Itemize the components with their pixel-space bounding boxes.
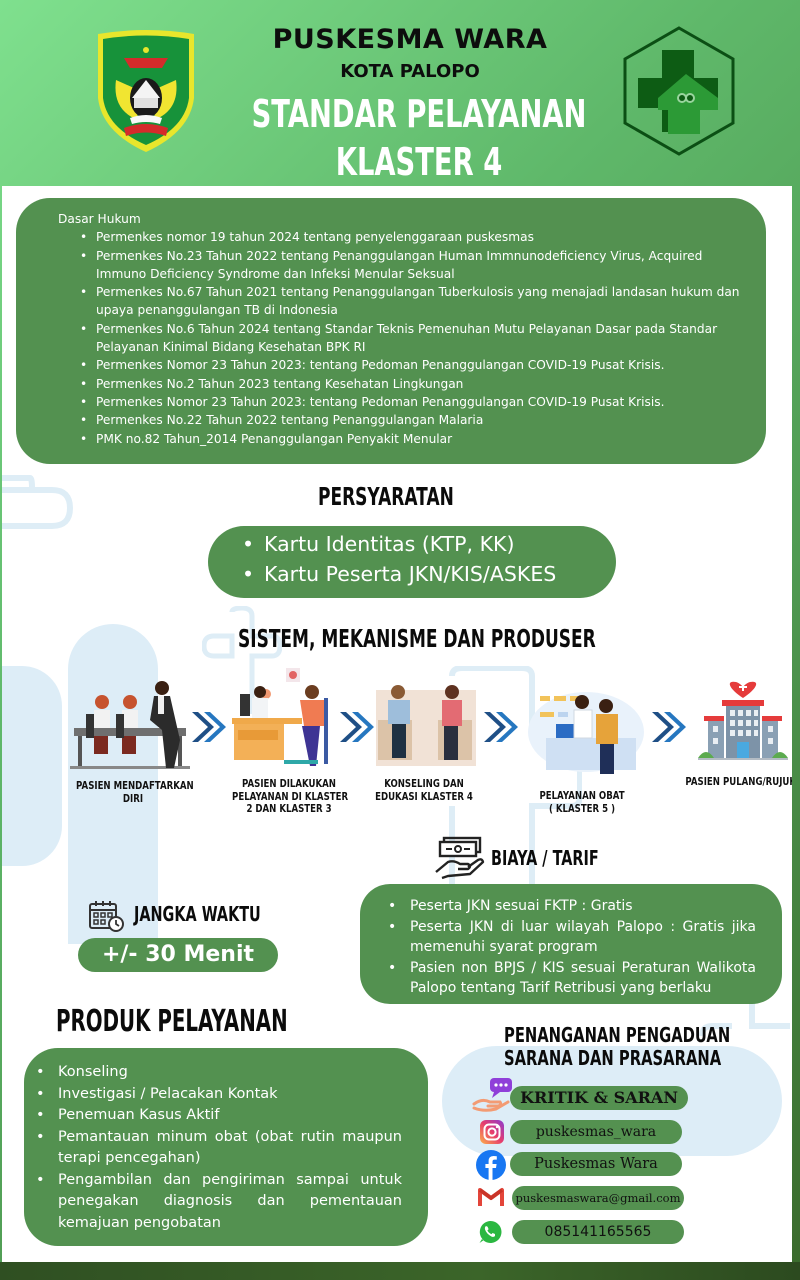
counseling-illustration-icon [376, 685, 476, 766]
facebook-link[interactable]: Puskesmas Wara [510, 1152, 682, 1176]
fee-item: Peserta JKN sesuai FKTP : Gratis [388, 896, 756, 917]
instagram-link[interactable]: puskesmas_wara [510, 1120, 682, 1144]
legal-basis-box: Dasar Hukum Permenkes nomor 19 tahun 202… [16, 198, 766, 464]
flow-arrow-icon [192, 712, 226, 742]
kritik-saran-button[interactable]: KRITIK & SARAN [510, 1086, 688, 1110]
hospital-illustration-icon [698, 681, 788, 760]
requirements-box: Kartu Identitas (KTP, KK) Kartu Peserta … [208, 526, 616, 598]
money-hand-icon [435, 836, 485, 880]
legal-basis-item: Permenkes No.2 Tahun 2023 tentang Keseha… [80, 375, 746, 394]
legal-basis-item: PMK no.82 Tahun_2014 Penanggulangan Peny… [80, 430, 746, 449]
legal-basis-list: Permenkes nomor 19 tahun 2024 tentang pe… [80, 228, 746, 448]
instagram-icon [480, 1120, 504, 1144]
fees-heading: BIAYA / TARIF [491, 846, 599, 870]
kota-palopo-emblem-icon [98, 30, 194, 152]
requirements-heading: PERSYARATAN [318, 482, 454, 511]
legal-basis-item: Permenkes Nomor 23 Tahun 2023: tentang P… [80, 393, 746, 412]
org-name: PUSKESMA WARA [272, 24, 548, 55]
product-item: Pengambilan dan pengiriman sampai untuk … [36, 1170, 402, 1235]
flow-arrow-icon [652, 712, 686, 742]
gmail-icon [478, 1188, 504, 1206]
flow-step-label: PASIEN MENDAFTARKAN DIRI [76, 779, 194, 805]
legal-basis-item: Permenkes No.23 Tahun 2022 tentang Penan… [80, 247, 746, 284]
fee-item: Pasien non BPJS / KIS sesuai Peraturan W… [388, 958, 756, 999]
feedback-chat-icon [472, 1078, 512, 1112]
fee-item: Peserta JKN di luar wilayah Palopo : Gra… [388, 917, 756, 958]
legal-basis-item: Permenkes nomor 19 tahun 2024 tentang pe… [80, 228, 746, 247]
products-list: Konseling Investigasi / Pelacakan Kontak… [36, 1062, 402, 1234]
pharmacy-illustration-icon [528, 692, 644, 774]
legal-basis-heading: Dasar Hukum [58, 212, 141, 226]
doctor-examination-illustration-icon [232, 668, 328, 766]
legal-basis-item: Permenkes No.6 Tahun 2024 tentang Standa… [80, 320, 746, 357]
decorative-blob [2, 666, 62, 866]
duration-heading: JANGKA WAKTU [134, 902, 261, 926]
fees-box: Peserta JKN sesuai FKTP : Gratis Peserta… [360, 884, 782, 1004]
products-heading: PRODUK PELAYANAN [56, 1004, 288, 1039]
registration-desk-illustration-icon [70, 681, 190, 769]
decorative-blob [68, 624, 158, 944]
whatsapp-link[interactable]: 085141165565 [512, 1220, 684, 1244]
flow-step-label: PASIEN DILAKUKAN PELAYANAN DI KLASTER 2 … [232, 777, 349, 815]
header: PUSKESMA WARA KOTA PALOPO STANDAR PELAYA… [0, 0, 800, 186]
content-panel: Dasar Hukum Permenkes nomor 19 tahun 202… [2, 186, 792, 1262]
decorative-cross-outline-icon [202, 606, 282, 714]
duration-value: +/- 30 Menit [78, 938, 278, 972]
procedure-heading: SISTEM, MEKANISME DAN PRODUSER [238, 624, 596, 653]
whatsapp-icon [479, 1220, 502, 1243]
product-item: Penemuan Kasus Aktif [36, 1105, 402, 1127]
flow-arrow-icon [340, 712, 374, 742]
page-title-line1: STANDAR PELAYANAN [251, 92, 587, 136]
flow-arrow-icon [484, 712, 518, 742]
legal-basis-item: Permenkes Nomor 23 Tahun 2023: tentang P… [80, 356, 746, 375]
page-title-line2: KLASTER 4 [335, 140, 503, 184]
requirement-item: Kartu Peserta JKN/KIS/ASKES [242, 559, 616, 589]
calendar-clock-icon [89, 901, 124, 932]
complaints-heading: PENANGANAN PENGADUAN SARANA DAN PRASARAN… [504, 1023, 731, 1070]
fees-list: Peserta JKN sesuai FKTP : Gratis Peserta… [388, 896, 756, 999]
flow-step-label: KONSELING DAN EDUKASI KLASTER 4 [375, 777, 473, 803]
bottom-frame [0, 1262, 800, 1280]
legal-basis-item: Permenkes No.67 Tahun 2021 tentang Penan… [80, 283, 746, 320]
flow-step-label: PASIEN PULANG/RUJUK [685, 775, 792, 788]
decorative-cross-outline-icon [2, 475, 74, 529]
product-item: Pemantauan minum obat (obat rutin maupun… [36, 1127, 402, 1170]
products-box: Konseling Investigasi / Pelacakan Kontak… [24, 1048, 428, 1246]
city-name: KOTA PALOPO [340, 61, 480, 82]
product-item: Investigasi / Pelacakan Kontak [36, 1084, 402, 1106]
requirements-list: Kartu Identitas (KTP, KK) Kartu Peserta … [242, 529, 616, 589]
product-item: Konseling [36, 1062, 402, 1084]
requirement-item: Kartu Identitas (KTP, KK) [242, 529, 616, 559]
legal-basis-item: Permenkes No.22 Tahun 2022 tentang Penan… [80, 411, 746, 430]
flow-step-label: PELAYANAN OBAT ( KLASTER 5 ) [539, 789, 625, 815]
email-link[interactable]: puskesmaswara@gmail.com [512, 1186, 684, 1210]
puskesmas-logo-icon [623, 26, 735, 156]
facebook-icon [476, 1150, 506, 1180]
